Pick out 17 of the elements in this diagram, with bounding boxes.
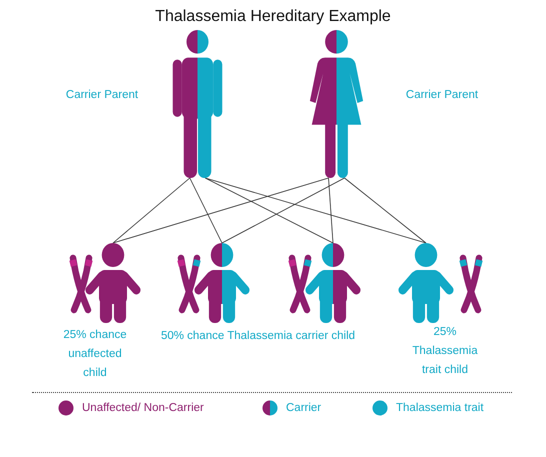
- legend-text: Unaffected/ Non-Carrier: [82, 402, 204, 414]
- title: Thalassemia Hereditary Example: [154, 8, 392, 26]
- connector-line: [328, 178, 334, 244]
- caption-text: 50% chance Thalassemia carrier child: [160, 330, 356, 342]
- figure-caption: Carrier Parent: [404, 88, 480, 103]
- legend-text: Thalassemia trait: [396, 402, 484, 414]
- connector-line: [112, 178, 329, 244]
- connector-line: [204, 178, 334, 244]
- figure-caption: 25% Thalassemia trait child: [411, 325, 479, 378]
- connector-line: [344, 178, 426, 244]
- legend-text: Carrier: [286, 402, 322, 414]
- figure-caption: Carrier Parent: [64, 88, 140, 103]
- connector-line: [222, 178, 345, 244]
- connector-line: [204, 178, 426, 244]
- connector-line: [112, 178, 190, 244]
- connector-line: [189, 178, 222, 244]
- figure-caption: 25% chance unaffected child: [62, 328, 128, 381]
